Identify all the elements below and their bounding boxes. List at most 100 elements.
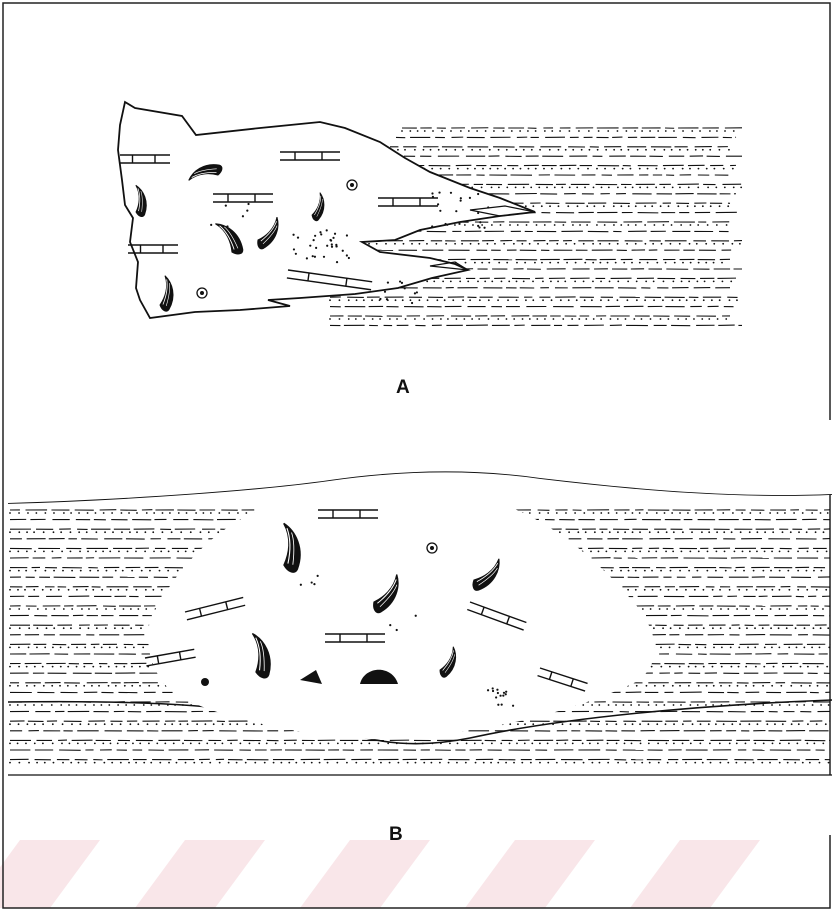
sand-dot <box>574 512 576 514</box>
sand-dot <box>562 723 564 725</box>
sand-dot <box>620 570 622 572</box>
sand-dot <box>784 512 786 514</box>
sand-dot <box>542 299 544 301</box>
sand-dot <box>503 130 505 132</box>
sand-dot <box>178 512 180 514</box>
sand-dot <box>131 685 133 687</box>
sand-dot <box>828 647 830 649</box>
sand-dot <box>568 299 570 301</box>
sand-dot <box>496 689 498 691</box>
sand-dot <box>568 130 570 132</box>
sand-dot <box>578 130 580 132</box>
sand-dot <box>771 589 773 591</box>
sand-dot <box>26 531 28 533</box>
sand-dot <box>161 589 163 591</box>
sand-dot <box>617 531 619 533</box>
sand-dot <box>699 743 701 745</box>
sand-dot <box>139 685 141 687</box>
sand-dot <box>711 299 713 301</box>
sand-dot <box>639 262 641 264</box>
sand-dot <box>474 262 476 264</box>
sand-dot <box>631 743 633 745</box>
sand-dot <box>26 666 28 668</box>
sand-dot <box>389 624 391 626</box>
sand-dot <box>493 130 495 132</box>
sand-dot <box>494 243 496 245</box>
sand-dot <box>572 743 574 745</box>
sand-dot <box>631 262 633 264</box>
sand-dot <box>589 149 591 151</box>
sand-dot <box>43 531 45 533</box>
sand-dot <box>85 589 87 591</box>
sand-dot <box>820 627 822 629</box>
sand-dot <box>45 608 47 610</box>
sand-dot <box>695 512 697 514</box>
sand-dot <box>419 243 421 245</box>
sand-dot <box>702 205 704 207</box>
sand-dot <box>103 762 105 764</box>
sand-dot <box>689 243 691 245</box>
sand-dot <box>807 723 809 725</box>
sand-dot <box>635 570 637 572</box>
sand-dot <box>719 762 721 764</box>
sand-dot <box>803 704 805 706</box>
sand-dot <box>33 704 35 706</box>
sand-dot <box>142 647 144 649</box>
sand-dot <box>539 762 541 764</box>
sand-dot <box>236 762 238 764</box>
sand-dot <box>68 704 70 706</box>
sand-dot <box>551 299 553 301</box>
sand-dot <box>729 627 731 629</box>
sand-dot <box>713 168 715 170</box>
sand-dot <box>539 149 541 151</box>
sand-dot <box>284 743 286 745</box>
sand-dot <box>756 531 758 533</box>
sand-dot <box>754 743 756 745</box>
sand-dot <box>655 704 657 706</box>
sand-dot <box>632 723 634 725</box>
sand-dot <box>677 205 679 207</box>
sand-dot <box>456 762 458 764</box>
sand-dot <box>300 584 302 586</box>
sand-dot <box>219 762 221 764</box>
sand-dot <box>753 608 755 610</box>
sand-dot <box>96 608 98 610</box>
sand-dot <box>502 694 504 696</box>
sand-dot <box>515 187 517 189</box>
sand-dot <box>125 743 127 745</box>
sand-dot <box>361 743 363 745</box>
sand-dot <box>86 531 88 533</box>
sand-dot <box>481 224 483 226</box>
sand-dot <box>302 743 304 745</box>
sand-dot <box>83 666 85 668</box>
sand-dot <box>53 570 55 572</box>
sand-dot <box>489 149 491 151</box>
sand-dot <box>665 262 667 264</box>
sand-dot <box>126 589 128 591</box>
sand-dot <box>479 149 481 151</box>
sand-dot <box>817 551 819 553</box>
sand-dot <box>68 647 70 649</box>
sand-dot <box>626 762 628 764</box>
sand-dot <box>419 299 421 301</box>
sand-dot <box>60 531 62 533</box>
sand-dot <box>28 608 30 610</box>
sand-dot <box>634 762 636 764</box>
sand-dot <box>701 531 703 533</box>
sand-dot <box>372 318 374 320</box>
sand-dot <box>796 608 798 610</box>
sand-dot <box>435 243 437 245</box>
sand-dot <box>727 608 729 610</box>
sand-dot <box>653 299 655 301</box>
sand-dot <box>135 589 137 591</box>
sand-dot <box>24 704 26 706</box>
sand-dot <box>440 318 442 320</box>
sand-dot <box>523 187 525 189</box>
sand-dot <box>748 723 750 725</box>
sand-dot <box>332 237 334 239</box>
sand-dot <box>460 200 462 202</box>
sand-dot <box>162 531 164 533</box>
sand-dot <box>565 243 567 245</box>
sand-dot <box>78 531 80 533</box>
sand-dot <box>679 512 681 514</box>
